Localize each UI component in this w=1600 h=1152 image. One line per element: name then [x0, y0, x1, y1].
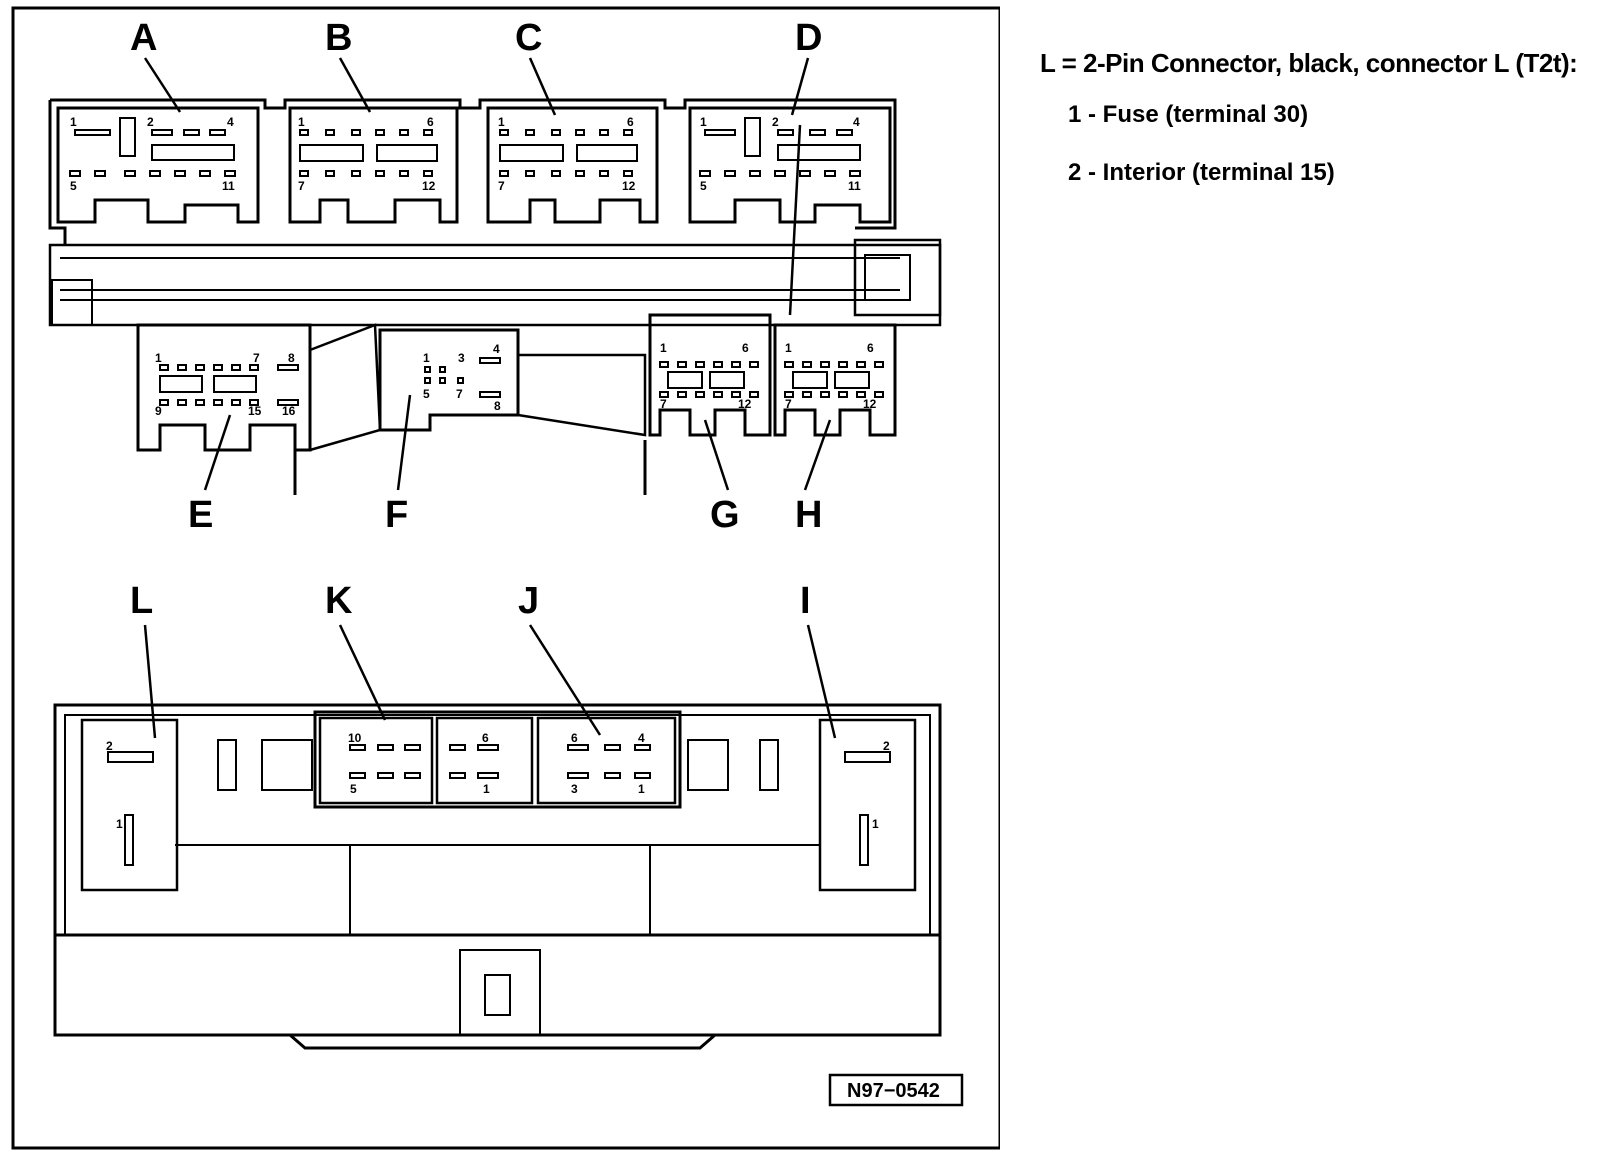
label-d: D	[795, 17, 822, 59]
label-g: G	[710, 494, 740, 536]
connector-d	[688, 106, 892, 224]
pin-label: 9	[155, 404, 162, 418]
pin-label: 7	[253, 351, 260, 365]
label-a: A	[130, 17, 157, 59]
connector-l	[80, 718, 179, 892]
pin-label: 8	[494, 399, 501, 413]
pin-label: 4	[853, 115, 860, 129]
pin-label: 1	[498, 115, 505, 129]
pin-label: 1	[872, 817, 879, 831]
pin-label: 11	[848, 179, 861, 193]
pin-label: 7	[456, 387, 463, 401]
pin-label: 1	[638, 782, 645, 796]
pin-label: 15	[248, 404, 262, 418]
label-l: L	[130, 580, 153, 622]
connector-a	[56, 106, 260, 224]
pin-label: 6	[427, 115, 434, 129]
pin-label: 12	[622, 179, 636, 193]
pin-label: 16	[282, 404, 296, 418]
pin-label: 5	[700, 179, 707, 193]
label-f: F	[385, 494, 408, 536]
connector-c	[486, 106, 659, 224]
figure-id: N97−0542	[847, 1080, 940, 1102]
pin-label: 12	[863, 397, 877, 411]
pin-label: 5	[350, 782, 357, 796]
pin-label: 1	[660, 341, 667, 355]
pin-label: 6	[867, 341, 874, 355]
pin-label: 2	[147, 115, 154, 129]
label-c: C	[515, 17, 542, 59]
pin-label: 3	[458, 351, 465, 365]
pin-label: 7	[498, 179, 505, 193]
label-k: K	[325, 580, 353, 622]
pin-label: 1	[70, 115, 77, 129]
pin-label: 2	[883, 739, 890, 753]
pin-label: 12	[422, 179, 436, 193]
relay-panel-diagram: A B C D E F G H L K J I 1 2 4 5 11 1 6 7…	[11, 6, 1000, 1150]
pin-label: 3	[571, 782, 578, 796]
connector-h	[773, 323, 897, 437]
legend-item-interior: 2 - Interior (terminal 15)	[1068, 159, 1335, 186]
figure-id-box	[828, 1073, 964, 1107]
pin-label: 7	[298, 179, 305, 193]
pin-label: 6	[482, 731, 489, 745]
pin-label: 6	[571, 731, 578, 745]
connector-k	[318, 716, 434, 805]
label-i: I	[800, 580, 811, 622]
label-b: B	[325, 17, 352, 59]
pin-label: 2	[772, 115, 779, 129]
lower-housing	[53, 703, 942, 1037]
pin-label: 1	[483, 782, 490, 796]
pin-label: 6	[627, 115, 634, 129]
pin-label: 2	[106, 739, 113, 753]
pin-label: 11	[222, 179, 235, 193]
pin-label: 4	[638, 731, 645, 745]
connector-b	[288, 106, 459, 224]
pin-label: 1	[298, 115, 305, 129]
figure-frame	[11, 6, 1000, 1150]
pin-label: 5	[70, 179, 77, 193]
pin-label: 5	[423, 387, 430, 401]
pin-label: 8	[288, 351, 295, 365]
pin-label: 10	[348, 731, 362, 745]
pin-label: 4	[493, 342, 500, 356]
pin-label: 4	[227, 115, 234, 129]
connector-j	[536, 716, 677, 805]
legend-title: L = 2-Pin Connector, black, connector L …	[1040, 48, 1578, 78]
connector-g	[648, 313, 772, 437]
pin-label: 6	[742, 341, 749, 355]
legend-item-fuse: 1 - Fuse (terminal 30)	[1068, 101, 1309, 128]
label-h: H	[795, 494, 822, 536]
pin-label: 7	[660, 397, 667, 411]
pin-label: 1	[785, 341, 792, 355]
pin-label: 1	[423, 351, 430, 365]
connector-i	[818, 718, 917, 892]
pin-label: 1	[155, 351, 162, 365]
label-e: E	[188, 494, 213, 536]
legend: L = 2-Pin Connector, black, connector L …	[1040, 48, 1578, 217]
label-j: J	[518, 580, 539, 622]
pin-label: 12	[738, 397, 752, 411]
pin-label: 1	[700, 115, 707, 129]
pin-label: 7	[785, 397, 792, 411]
pin-label: 1	[116, 817, 123, 831]
